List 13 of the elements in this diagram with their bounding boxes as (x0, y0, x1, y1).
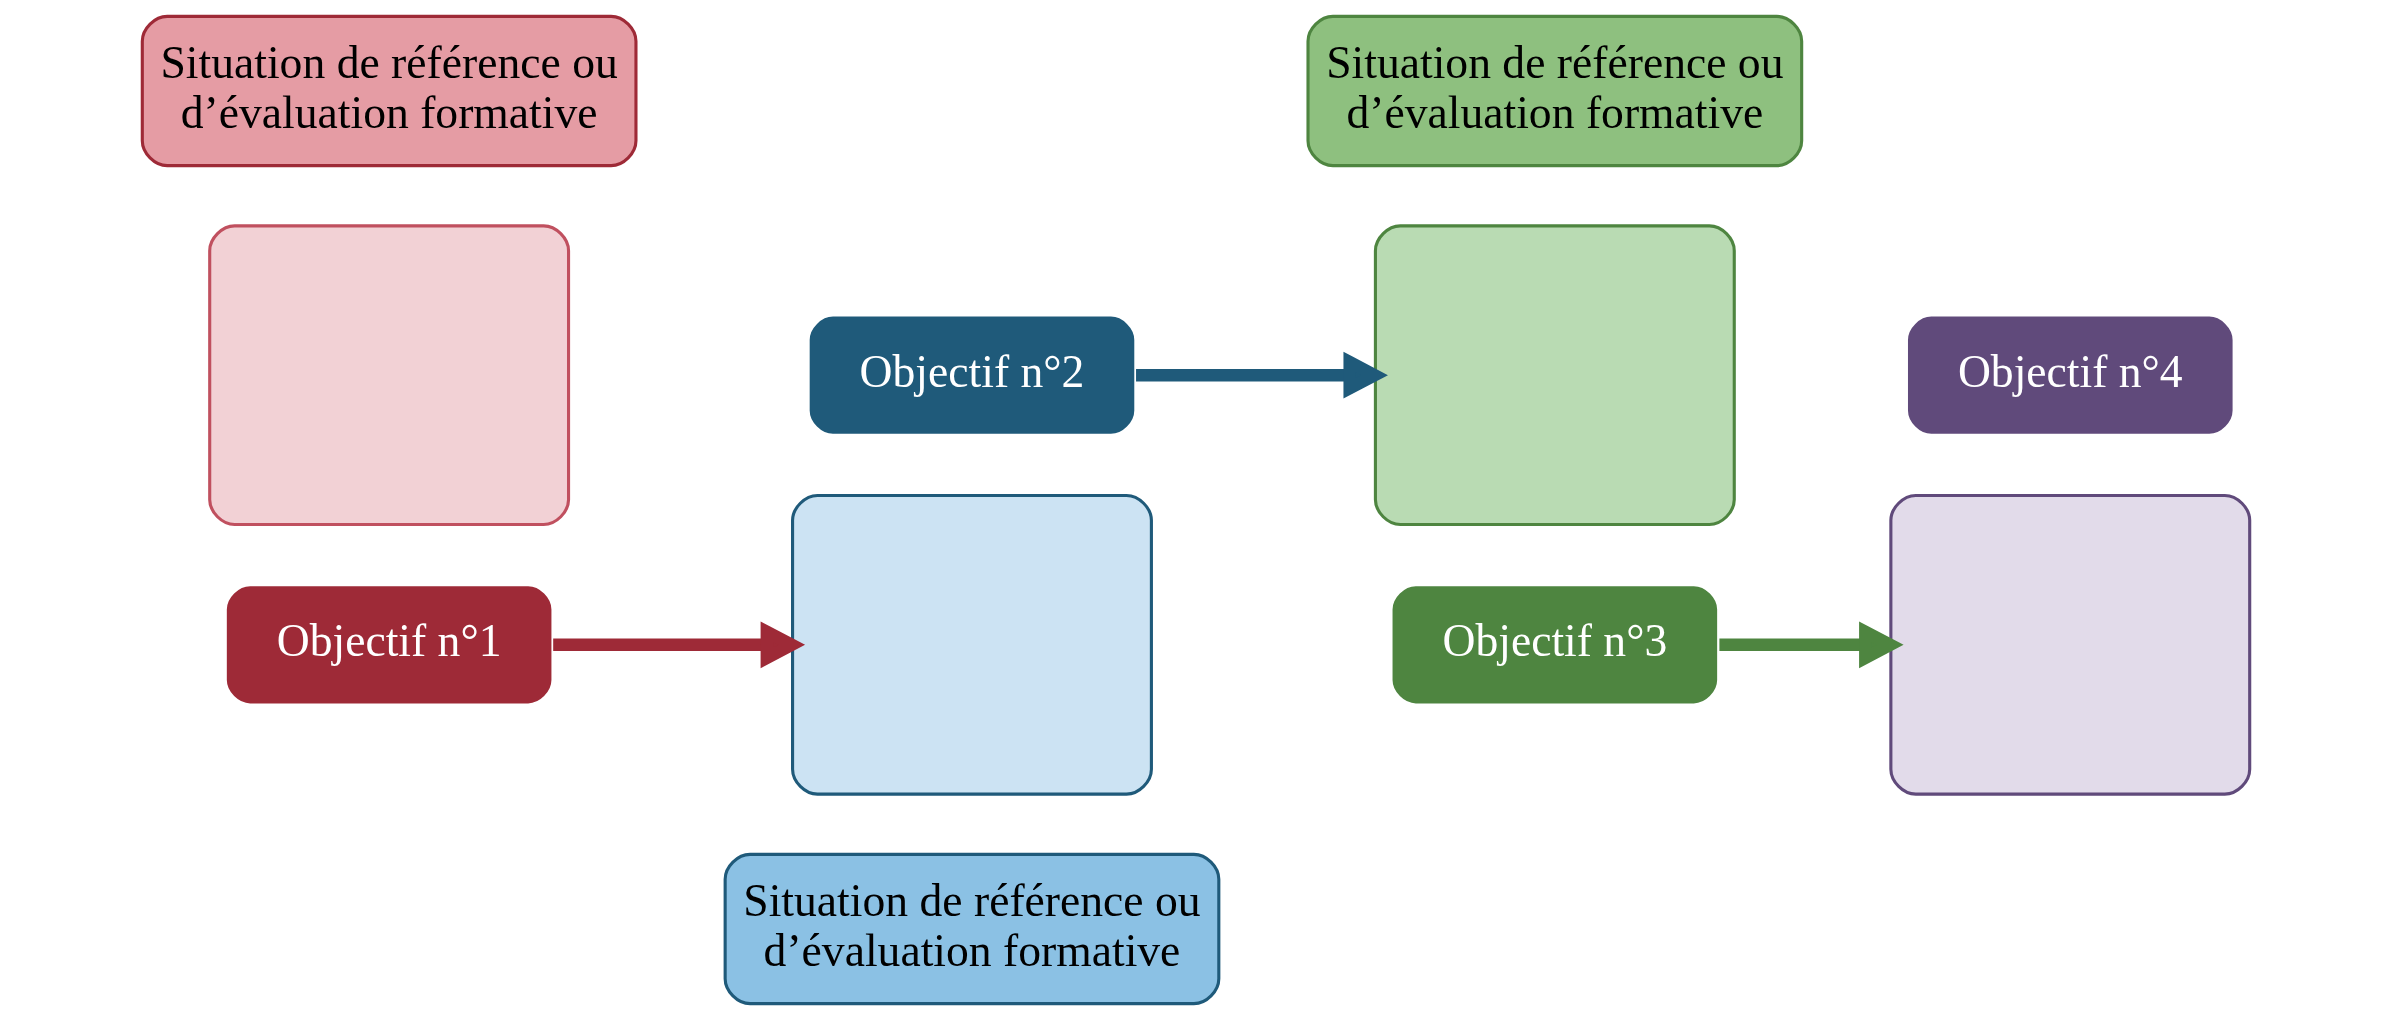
node-box: Situation de référence ou d’évaluation formative (723, 852, 1221, 1006)
arrow (1136, 351, 1388, 399)
node-box: Objectif n°2 (806, 313, 1138, 437)
node-box (1373, 224, 1736, 527)
node-box (208, 224, 571, 527)
node-box: Objectif n°3 (1389, 583, 1721, 707)
node-box: Situation de référence ou d’évaluation formative (1306, 14, 1804, 168)
node-box (791, 493, 1153, 796)
node-box: Situation de référence ou d’évaluation formative (140, 14, 638, 168)
node-box (1889, 493, 2252, 796)
arrow (553, 621, 806, 669)
node-box: Objectif n°1 (223, 583, 555, 707)
arrow (1719, 621, 1904, 669)
